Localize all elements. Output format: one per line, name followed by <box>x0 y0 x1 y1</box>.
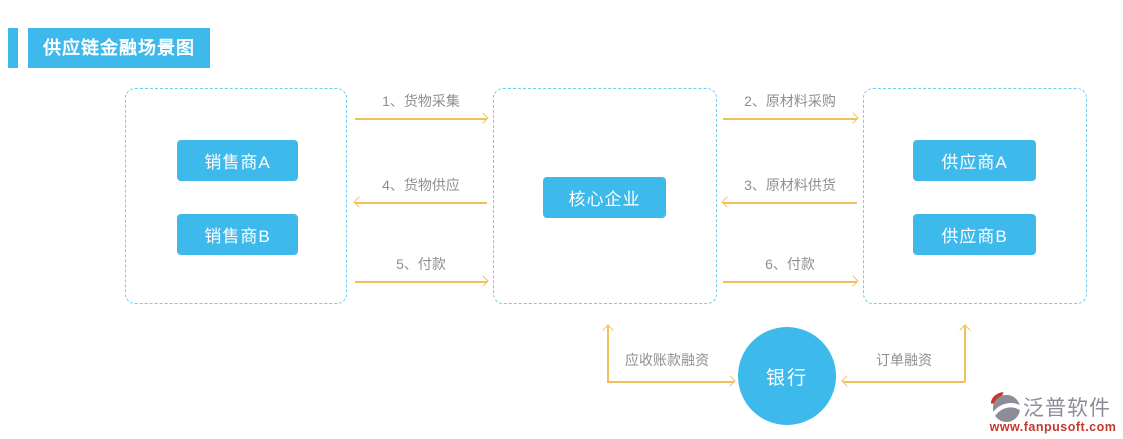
flow-label-goods-supply: 4、货物供应 <box>382 177 460 193</box>
page-title: 供应链金融场景图 <box>28 28 210 68</box>
group-box-suppliers <box>863 88 1087 304</box>
flow-label-payment-to-core: 5、付款 <box>396 256 446 272</box>
bank-node: 银行 <box>738 327 836 425</box>
arrow-right-icon <box>724 375 736 387</box>
arrow-right-icon <box>847 112 859 124</box>
node-core-enterprise: 核心企业 <box>543 177 666 218</box>
node-seller-a: 销售商A <box>177 140 298 181</box>
flow-label-goods-collection: 1、货物采集 <box>382 93 460 109</box>
flow-line <box>723 275 859 287</box>
title-accent-bar <box>8 28 18 68</box>
flow-goods-supply: 4、货物供应 <box>353 176 487 208</box>
logo-url[interactable]: www.fanpusoft.com <box>989 420 1117 434</box>
flow-line <box>723 112 859 124</box>
fanpu-logo-icon <box>990 391 1021 423</box>
arrow-right-icon <box>477 275 489 287</box>
arrow-left-icon <box>841 375 853 387</box>
group-box-sellers <box>125 88 347 304</box>
order-financing-vline <box>958 324 971 382</box>
arrow-up-icon <box>958 324 971 336</box>
flow-payment-to-suppliers: 6、付款 <box>723 255 859 287</box>
receivables-financing-label: 应收账款融资 <box>625 352 709 368</box>
arrow-up-icon <box>601 324 614 336</box>
flow-label-raw-material-supply: 3、原材料供货 <box>744 177 836 193</box>
arrow-right-icon <box>477 112 489 124</box>
flow-line <box>355 112 489 124</box>
node-supplier-a: 供应商A <box>913 140 1036 181</box>
flow-label-raw-material-purchase: 2、原材料采购 <box>744 93 836 109</box>
receivables-financing-vline <box>601 324 614 382</box>
flow-raw-material-purchase: 2、原材料采购 <box>723 92 859 124</box>
node-supplier-b: 供应商B <box>913 214 1036 255</box>
flow-goods-collection: 1、货物采集 <box>355 92 489 124</box>
receivables-financing-hline <box>607 375 736 387</box>
flow-raw-material-supply: 3、原材料供货 <box>721 176 857 208</box>
logo: 泛普软件 www.fanpusoft.com <box>988 391 1118 434</box>
flow-line <box>721 196 857 208</box>
flow-payment-to-core: 5、付款 <box>355 255 489 287</box>
logo-name: 泛普软件 <box>1023 397 1111 420</box>
flow-line <box>355 275 489 287</box>
arrow-left-icon <box>721 196 733 208</box>
order-financing-label: 订单融资 <box>876 352 932 368</box>
flow-line <box>353 196 487 208</box>
flow-label-payment-to-suppliers: 6、付款 <box>765 256 815 272</box>
order-financing-hline <box>841 375 965 387</box>
node-seller-b: 销售商B <box>177 214 298 255</box>
arrow-left-icon <box>353 196 365 208</box>
arrow-right-icon <box>847 275 859 287</box>
